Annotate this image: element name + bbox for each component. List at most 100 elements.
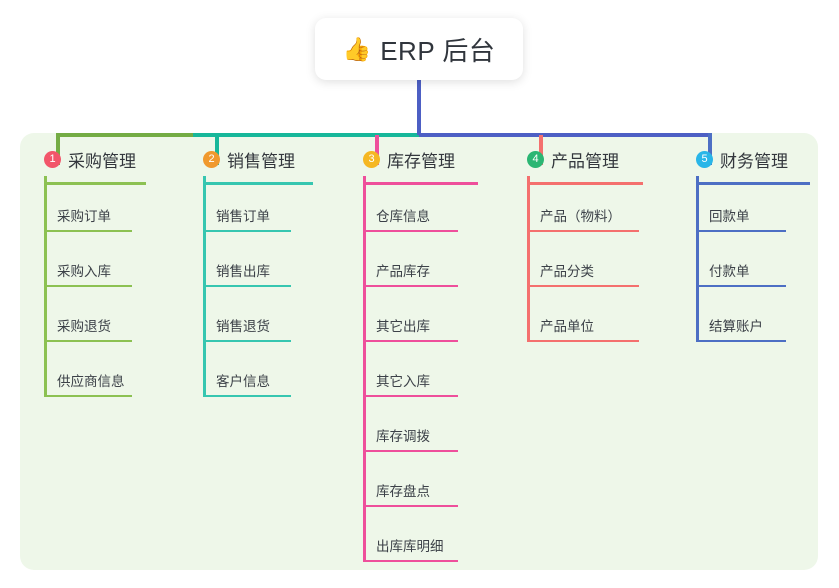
leaf-item[interactable]: 其它出库 bbox=[363, 318, 458, 342]
leaf-item-rule bbox=[44, 395, 132, 397]
bus-segment-blue bbox=[419, 133, 712, 137]
branch-spine-4 bbox=[527, 176, 530, 340]
leaf-item-rule bbox=[44, 340, 132, 342]
leaf-item-label: 出库库明细 bbox=[376, 539, 444, 554]
leaf-item[interactable]: 其它入库 bbox=[363, 373, 458, 397]
leaf-item-rule bbox=[363, 285, 458, 287]
leaf-item-label: 库存盘点 bbox=[376, 484, 430, 499]
leaf-item[interactable]: 出库库明细 bbox=[363, 538, 458, 562]
leaf-item[interactable]: 销售订单 bbox=[203, 208, 291, 232]
leaf-item-label: 库存调拨 bbox=[376, 429, 430, 444]
leaf-item[interactable]: 回款单 bbox=[696, 208, 786, 232]
leaf-item[interactable]: 产品单位 bbox=[527, 318, 639, 342]
leaf-item-label: 付款单 bbox=[709, 264, 750, 279]
leaf-item[interactable]: 采购入库 bbox=[44, 263, 132, 287]
branch-badge-4: 4 bbox=[527, 150, 544, 168]
branch-drop-connector-1 bbox=[56, 135, 60, 165]
branch-rule-4 bbox=[527, 182, 643, 185]
leaf-item-label: 产品单位 bbox=[540, 319, 594, 334]
leaf-item[interactable]: 库存调拨 bbox=[363, 428, 458, 452]
leaf-item-label: 产品（物料） bbox=[540, 209, 621, 224]
root-node-label: ERP 后台 bbox=[380, 35, 496, 66]
leaf-item[interactable]: 供应商信息 bbox=[44, 373, 132, 397]
leaf-item-label: 产品分类 bbox=[540, 264, 594, 279]
branch-spine-3 bbox=[363, 176, 366, 560]
leaf-item-rule bbox=[203, 395, 291, 397]
branch-drop-connector-2 bbox=[215, 135, 219, 165]
leaf-item-label: 供应商信息 bbox=[57, 374, 125, 389]
branch-rule-2 bbox=[203, 182, 313, 185]
branch-spine-5 bbox=[696, 176, 699, 340]
leaf-item-label: 销售出库 bbox=[216, 264, 270, 279]
root-stem-connector bbox=[417, 80, 421, 135]
leaf-item[interactable]: 产品分类 bbox=[527, 263, 639, 287]
leaf-item-rule bbox=[363, 560, 458, 562]
leaf-item[interactable]: 销售出库 bbox=[203, 263, 291, 287]
leaf-item-rule bbox=[527, 285, 639, 287]
leaf-item-rule bbox=[44, 285, 132, 287]
thumbs-up-icon: 👍 bbox=[342, 35, 372, 62]
branch-title-3: 库存管理 bbox=[387, 151, 455, 171]
bus-cap-right bbox=[708, 133, 712, 165]
leaf-item[interactable]: 销售退货 bbox=[203, 318, 291, 342]
branch-header-4: 4 产品管理 bbox=[527, 148, 619, 171]
leaf-item[interactable]: 产品库存 bbox=[363, 263, 458, 287]
leaf-item[interactable]: 客户信息 bbox=[203, 373, 291, 397]
leaf-item[interactable]: 仓库信息 bbox=[363, 208, 458, 232]
branch-badge-3: 3 bbox=[363, 150, 380, 168]
leaf-item[interactable]: 付款单 bbox=[696, 263, 786, 287]
branch-header-3: 3 库存管理 bbox=[363, 148, 455, 171]
leaf-item-label: 采购退货 bbox=[57, 319, 111, 334]
branch-title-1: 采购管理 bbox=[68, 151, 136, 171]
root-node[interactable]: 👍 ERP 后台 bbox=[315, 18, 523, 80]
leaf-item-rule bbox=[696, 230, 786, 232]
leaf-item[interactable]: 结算账户 bbox=[696, 318, 786, 342]
branch-title-4: 产品管理 bbox=[551, 151, 619, 171]
branch-header-5: 5 财务管理 bbox=[696, 148, 788, 171]
leaf-item-label: 采购入库 bbox=[57, 264, 111, 279]
branch-1[interactable]: 1 采购管理 bbox=[44, 148, 136, 171]
leaf-item-label: 结算账户 bbox=[709, 319, 763, 334]
bus-segment-teal bbox=[193, 133, 419, 137]
branch-rule-3 bbox=[363, 182, 478, 185]
leaf-item-rule bbox=[203, 230, 291, 232]
leaf-item-rule bbox=[203, 340, 291, 342]
leaf-item[interactable]: 采购订单 bbox=[44, 208, 132, 232]
leaf-item-rule bbox=[527, 340, 639, 342]
leaf-item-rule bbox=[363, 395, 458, 397]
branch-drop-connector-3 bbox=[375, 135, 379, 165]
leaf-item[interactable]: 采购退货 bbox=[44, 318, 132, 342]
leaf-item-label: 销售订单 bbox=[216, 209, 270, 224]
branch-4[interactable]: 4 产品管理 bbox=[527, 148, 619, 171]
branch-badge-5: 5 bbox=[696, 150, 713, 168]
branch-3[interactable]: 3 库存管理 bbox=[363, 148, 455, 171]
branch-title-2: 销售管理 bbox=[227, 151, 295, 171]
leaf-item-label: 其它入库 bbox=[376, 374, 430, 389]
branch-drop-connector-4 bbox=[539, 135, 543, 165]
leaf-item-rule bbox=[363, 230, 458, 232]
leaf-item-label: 产品库存 bbox=[376, 264, 430, 279]
branch-rule-1 bbox=[44, 182, 146, 185]
leaf-item-rule bbox=[696, 285, 786, 287]
leaf-item[interactable]: 库存盘点 bbox=[363, 483, 458, 507]
branch-5[interactable]: 5 财务管理 bbox=[696, 148, 788, 171]
branch-title-5: 财务管理 bbox=[720, 151, 788, 171]
leaf-item-rule bbox=[44, 230, 132, 232]
branch-badge-1: 1 bbox=[44, 150, 61, 168]
leaf-item-rule bbox=[363, 340, 458, 342]
leaf-item-label: 仓库信息 bbox=[376, 209, 430, 224]
leaf-item-rule bbox=[696, 340, 786, 342]
leaf-item-rule bbox=[363, 450, 458, 452]
root-node-content: 👍 ERP 后台 bbox=[343, 31, 496, 68]
leaf-item-label: 客户信息 bbox=[216, 374, 270, 389]
leaf-item[interactable]: 产品（物料） bbox=[527, 208, 639, 232]
leaf-item-label: 回款单 bbox=[709, 209, 750, 224]
branch-header-1: 1 采购管理 bbox=[44, 148, 136, 171]
leaf-item-label: 其它出库 bbox=[376, 319, 430, 334]
branch-rule-5 bbox=[696, 182, 810, 185]
leaf-item-rule bbox=[527, 230, 639, 232]
bus-segment-green bbox=[56, 133, 193, 137]
leaf-item-label: 销售退货 bbox=[216, 319, 270, 334]
